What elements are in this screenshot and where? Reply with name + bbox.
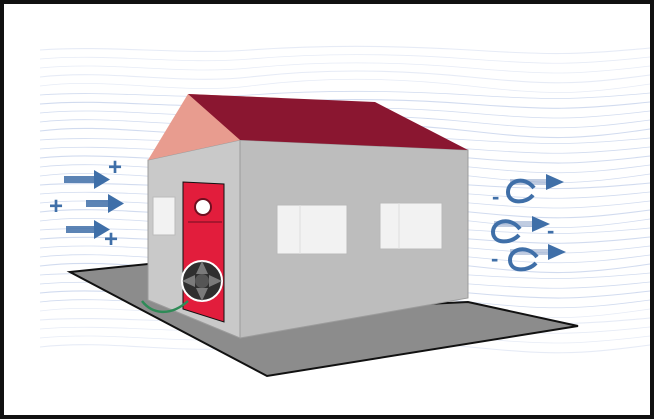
incoming-air-arrows: + + + [49,154,124,253]
fan-icon [181,260,223,302]
left-sign-bottom: + [104,226,118,253]
left-sign-middle: + [49,193,63,220]
pressure-gauge-icon [194,198,212,216]
blower-door-icon [181,181,225,323]
leakage-arrow-icon [505,174,564,204]
right-sign-top: - [492,184,499,209]
wind-line [39,70,651,84]
arrow-right-icon [66,220,110,239]
wind-line [39,78,651,93]
house-side-wall [239,139,469,339]
gable-shading [148,94,240,160]
roof-dark-panel [188,94,468,150]
house [141,94,469,339]
wind-line [39,45,651,55]
window-right [379,202,443,250]
wind-line [39,98,651,109]
window-middle [276,204,348,255]
wind-line [39,54,651,64]
arrow-right-icon [86,194,124,213]
wind-line [39,62,651,74]
leakage-arrow-icon [507,244,566,272]
right-sign-bottom: - [491,246,498,271]
manometer-hose [141,300,189,314]
wind-line [39,90,651,99]
arrow-right-icon [64,170,110,189]
right-sign-middle: - [547,218,554,243]
outgoing-air-arrows: - - - [490,174,566,272]
window-left [152,196,176,236]
leakage-arrow-icon [490,216,550,244]
left-sign-top: + [108,154,122,181]
